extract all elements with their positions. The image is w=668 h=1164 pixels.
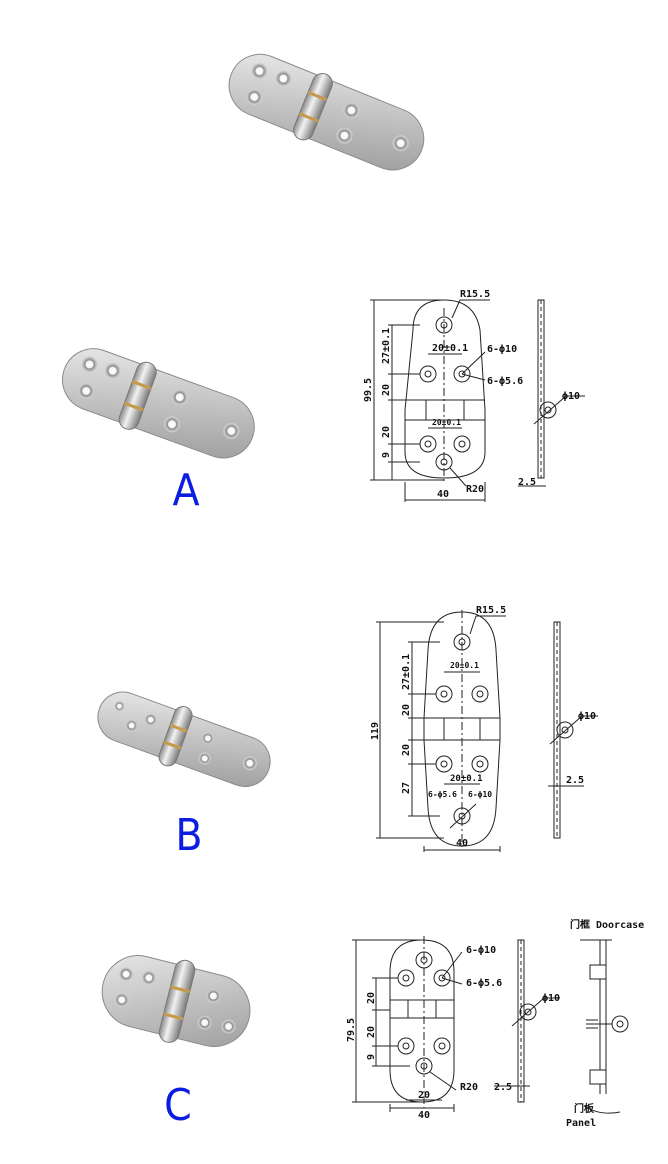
dim-c-hole-through: 6-ϕ5.6 <box>466 978 502 989</box>
dim-a-seg-mid-lower: 20 <box>381 426 392 438</box>
dim-b-hole-counter: 6-ϕ10 <box>468 790 492 799</box>
dim-a-thickness: 2.5 <box>518 477 536 488</box>
dim-b-seg-upper: 27±0.1 <box>401 654 412 690</box>
hinge-photo-b <box>97 691 271 788</box>
dim-b-height-total: 119 <box>370 722 381 740</box>
dim-c-spacing-lower: 20 <box>418 1090 430 1101</box>
dim-b-radius-top: R15.5 <box>476 605 506 616</box>
drawing-c <box>352 936 629 1114</box>
dim-a-pin: ϕ10 <box>562 391 580 402</box>
dim-a-seg-mid-upper: 20 <box>381 384 392 396</box>
dim-c-height-total: 79.5 <box>346 1018 357 1042</box>
dim-c-seg-lower: 9 <box>366 1054 377 1060</box>
dim-a-spacing-upper: 20±0.1 <box>432 343 468 354</box>
hinge-photo-c <box>101 955 251 1048</box>
label-doorframe-en: Doorcase <box>596 920 644 931</box>
dim-c-pin: ϕ10 <box>542 993 560 1004</box>
dim-b-pin: ϕ10 <box>578 711 596 722</box>
dim-a-hole-counter: 6-ϕ10 <box>487 344 517 355</box>
dim-a-width: 40 <box>437 489 449 500</box>
dim-c-radius-bottom: R20 <box>460 1082 478 1093</box>
dim-a-spacing-lower: 20±0.1 <box>432 418 461 427</box>
dim-a-radius-top: R15.5 <box>460 289 490 300</box>
dim-b-spacing-lower: 20±0.1 <box>450 774 483 784</box>
variant-letter-c: C <box>164 1080 192 1131</box>
label-doorframe-cn: 门框 <box>570 918 590 931</box>
dim-c-seg-mid-upper: 20 <box>366 992 377 1004</box>
dim-a-seg-lower: 9 <box>381 452 392 458</box>
dim-b-width: 40 <box>456 838 468 849</box>
dim-a-seg-upper: 27±0.1 <box>381 328 392 364</box>
label-panel-cn: 门板 <box>574 1102 595 1115</box>
dim-b-hole-through: 6-ϕ5.6 <box>428 790 457 799</box>
dim-b-spacing-upper: 20±0.1 <box>450 661 479 670</box>
dim-c-width: 40 <box>418 1110 430 1121</box>
variant-letter-a: A <box>172 465 199 516</box>
dim-a-hole-through: 6-ϕ5.6 <box>487 376 523 387</box>
dim-a-radius-bottom: R20 <box>466 484 484 495</box>
hinge-photo-a <box>62 348 255 459</box>
dim-b-seg-lower: 27 <box>401 782 412 794</box>
hinge-photo-top <box>228 53 425 171</box>
dim-b-thickness: 2.5 <box>566 775 584 786</box>
dim-c-seg-mid-lower: 20 <box>366 1026 377 1038</box>
dim-c-hole-counter: 6-ϕ10 <box>466 945 496 956</box>
drawing-b <box>376 610 598 852</box>
label-panel-en: Panel <box>566 1118 596 1129</box>
dim-c-thickness: 2.5 <box>494 1082 512 1093</box>
dim-b-seg-mid-lower: 20 <box>401 744 412 756</box>
drawing-a <box>370 299 585 502</box>
dim-a-height-total: 99.5 <box>363 378 374 402</box>
dim-b-seg-mid-upper: 20 <box>401 704 412 716</box>
variant-letter-b: B <box>175 810 202 861</box>
